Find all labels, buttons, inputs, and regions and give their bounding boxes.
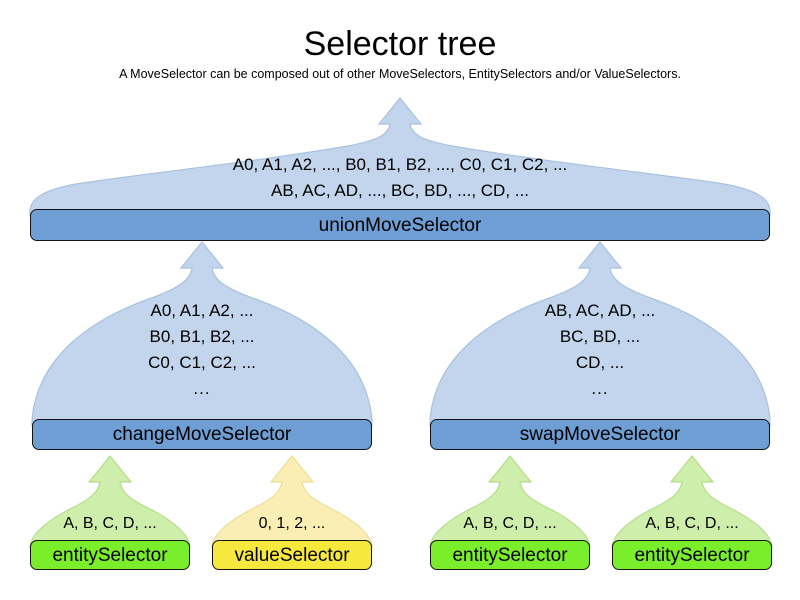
union-sample-line-1: A0, A1, A2, ..., B0, B1, B2, ..., C0, C1… bbox=[232, 155, 568, 174]
union-samples: A0, A1, A2, ..., B0, B1, B2, ..., C0, C1… bbox=[30, 152, 770, 204]
value-selector-samples: 0, 1, 2, ... bbox=[212, 511, 372, 536]
change-sample-line-3: C0, C1, C2, ... bbox=[148, 353, 256, 372]
union-sample-line-2: AB, AC, AD, ..., BC, BD, ..., CD, ... bbox=[271, 181, 529, 200]
page-title: Selector tree bbox=[303, 25, 497, 63]
node-change-move-selector-label: changeMoveSelector bbox=[112, 424, 292, 445]
swap-sample-line-4: ... bbox=[591, 379, 609, 398]
node-entity-selector-2-label: entitySelector bbox=[452, 544, 568, 566]
swap-samples: AB, AC, AD, ... BC, BD, ... CD, ... ... bbox=[430, 298, 770, 402]
node-value-selector[interactable]: valueSelector bbox=[212, 540, 372, 570]
node-change-move-selector[interactable]: changeMoveSelector bbox=[32, 419, 372, 450]
node-union-move-selector-label: unionMoveSelector bbox=[318, 214, 482, 236]
change-sample-line-1: A0, A1, A2, ... bbox=[150, 301, 254, 320]
change-sample-line-2: B0, B1, B2, ... bbox=[149, 327, 255, 346]
node-swap-move-selector[interactable]: swapMoveSelector bbox=[430, 419, 770, 450]
node-entity-selector-3-label: entitySelector bbox=[634, 544, 750, 566]
entity-selector-3-sample-line-1: A, B, C, D, ... bbox=[645, 515, 739, 532]
entity-selector-1-samples: A, B, C, D, ... bbox=[30, 511, 190, 536]
node-swap-move-selector-label: swapMoveSelector bbox=[519, 424, 681, 445]
swap-sample-line-3: CD, ... bbox=[575, 353, 625, 372]
change-sample-line-4: ... bbox=[193, 379, 211, 398]
node-entity-selector-2[interactable]: entitySelector bbox=[430, 540, 590, 570]
swap-sample-line-2: BC, BD, ... bbox=[559, 327, 641, 346]
node-entity-selector-1-label: entitySelector bbox=[52, 544, 168, 566]
swap-sample-line-1: AB, AC, AD, ... bbox=[544, 301, 656, 320]
node-value-selector-label: valueSelector bbox=[234, 544, 350, 566]
node-union-move-selector[interactable]: unionMoveSelector bbox=[30, 209, 770, 241]
entity-selector-1-sample-line-1: A, B, C, D, ... bbox=[63, 515, 157, 532]
entity-selector-2-samples: A, B, C, D, ... bbox=[430, 511, 590, 536]
page-subtitle: A MoveSelector can be composed out of ot… bbox=[119, 67, 681, 81]
change-samples: A0, A1, A2, ... B0, B1, B2, ... C0, C1, … bbox=[32, 298, 372, 402]
node-entity-selector-3[interactable]: entitySelector bbox=[612, 540, 772, 570]
entity-selector-3-samples: A, B, C, D, ... bbox=[612, 511, 772, 536]
node-entity-selector-1[interactable]: entitySelector bbox=[30, 540, 190, 570]
value-selector-sample-line-1: 0, 1, 2, ... bbox=[258, 515, 326, 532]
entity-selector-2-sample-line-1: A, B, C, D, ... bbox=[463, 515, 557, 532]
